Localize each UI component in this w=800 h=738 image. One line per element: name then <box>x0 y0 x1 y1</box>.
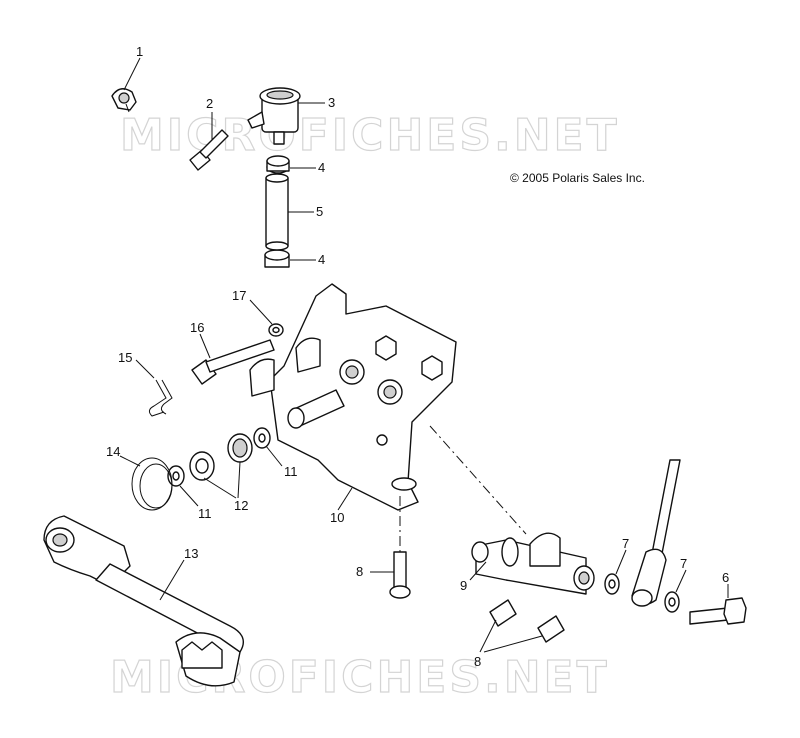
callout-17: 17 <box>232 288 246 303</box>
callout-9: 9 <box>460 578 467 593</box>
callout-3: 3 <box>328 95 335 110</box>
callout-4-upper: 4 <box>318 160 325 175</box>
bracket-pivot-shaft <box>287 389 345 429</box>
part-5-hose <box>265 173 289 251</box>
part-8-bolt-pair <box>489 599 565 643</box>
copyright-notice: © 2005 Polaris Sales Inc. <box>510 171 645 185</box>
part-6-bolt <box>689 597 747 625</box>
leader-15 <box>135 359 155 379</box>
part-9-master-cylinder <box>471 532 595 595</box>
callout-11-right: 11 <box>284 464 298 479</box>
leader-17 <box>249 299 273 325</box>
part-7-washer-left <box>604 573 620 595</box>
callout-14: 14 <box>106 444 120 459</box>
callout-7-right: 7 <box>680 556 687 571</box>
leader-9 <box>469 561 487 581</box>
callout-7-left: 7 <box>622 536 629 551</box>
callout-12: 12 <box>234 498 248 513</box>
leader-10 <box>337 487 353 511</box>
leader-13 <box>159 559 185 601</box>
brake-push-rod <box>631 459 681 607</box>
part-3-fluid-reservoir <box>247 87 301 145</box>
leader-7b <box>675 569 687 593</box>
part-4-hose-clamp-upper <box>266 155 290 174</box>
leader-7a <box>615 549 627 575</box>
part-10-bracket <box>249 283 457 511</box>
part-15-hair-pin-clip <box>148 379 173 417</box>
leader-14 <box>119 455 141 467</box>
callout-10: 10 <box>330 510 344 525</box>
part-12-bushing-left <box>189 451 215 481</box>
leader-8c <box>483 635 543 653</box>
callout-13: 13 <box>184 546 198 561</box>
part-11-washer-right <box>253 427 271 449</box>
part-2-bolt <box>189 129 229 171</box>
callout-8-lower: 8 <box>474 654 481 669</box>
part-13-brake-pedal <box>43 515 244 687</box>
part-16-bolt <box>191 339 275 385</box>
callout-6: 6 <box>722 570 729 585</box>
callout-8-upper: 8 <box>356 564 363 579</box>
leader-1 <box>123 57 141 91</box>
callout-15: 15 <box>118 350 132 365</box>
leader-12a <box>203 477 237 499</box>
leader-8b <box>479 619 497 653</box>
part-1-hose-clip <box>111 88 137 113</box>
part-8-bolt-vertical <box>389 551 411 599</box>
part-12-bushing-right <box>227 433 253 463</box>
callout-4-lower: 4 <box>318 252 325 267</box>
callout-1: 1 <box>136 44 143 59</box>
callout-11-left: 11 <box>198 506 212 521</box>
part-14-return-spring <box>131 457 173 511</box>
callout-16: 16 <box>190 320 204 335</box>
part-17-washer <box>268 323 284 337</box>
callout-2: 2 <box>206 96 213 111</box>
part-4-hose-clamp-lower <box>264 249 290 268</box>
leader-11b <box>265 445 283 467</box>
leader-12b <box>237 461 241 499</box>
watermark-top: MICROFICHES.NET <box>120 110 620 161</box>
callout-5: 5 <box>316 204 323 219</box>
leader-16 <box>199 333 211 359</box>
part-7-washer-right <box>664 591 680 613</box>
leader-11a <box>179 485 199 507</box>
centerline-master-cylinder <box>429 425 527 535</box>
